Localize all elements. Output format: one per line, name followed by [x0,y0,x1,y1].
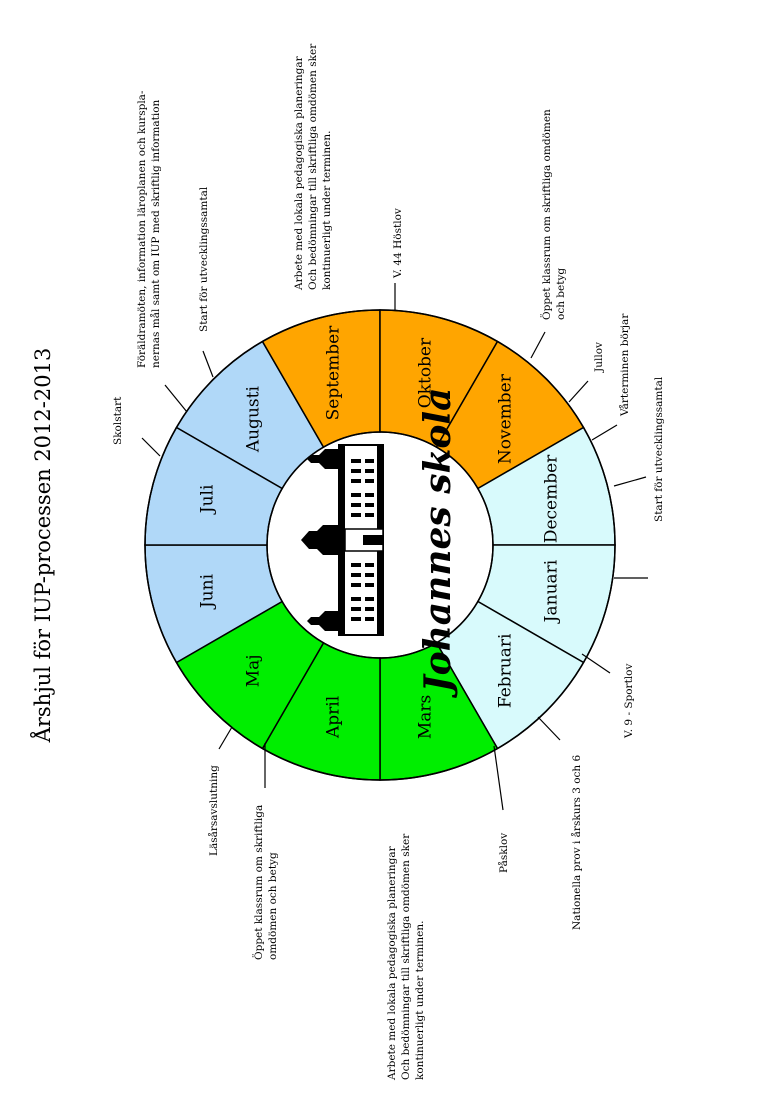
month-label-juli: Juli [198,484,218,515]
annotation-ticks [141,283,648,811]
month-label-januari: Januari [541,559,561,624]
annotation-arbete-h-line-2: Och bedömningar till skriftliga omdömen … [307,43,319,290]
wheel-outer-ring [144,309,616,781]
wheel-inner-ring [266,431,494,659]
annotation-tick-5 [530,331,546,359]
annotation-oppet-v-line-1: Öppet klassrum om skriftliga [251,805,265,960]
annotation-lasarsavslutning-line-1: Läsårsavslutning [207,765,220,856]
annotation-tick-6 [568,380,589,403]
annotation-arbete-v-line-3: kontinuerligt under terminen. [414,921,426,1080]
annotation-tick-3 [202,350,214,378]
month-label-oktober: Oktober [416,337,436,408]
month-label-februari: Februari [495,633,515,708]
annotation-oppet-h-line-2: och betyg [555,268,567,320]
annotation-hostlov-line-1: V. 44 Höstlov [392,208,404,279]
annotation-sportlov-line-1: V. 9 - Sportlov [623,664,635,739]
month-label-maj: Maj [244,654,264,687]
annotation-arbete-h-line-1: Arbete med lokala pedagogiska planeringa… [293,55,305,291]
annotation-tick-2 [164,384,188,413]
annotation-varterminen-line-1: Vårterminen börjar [618,313,631,417]
annotation-arbete-v-line-1: Arbete med lokala pedagogiska planeringa… [386,845,398,1081]
month-label-augusti: Augusti [244,386,264,454]
annotation-arbete-v-line-2: Och bedömningar till skriftliga omdömen … [400,833,412,1080]
annotation-oppet-v-line-2: omdömen och betyg [267,852,279,960]
annotation-tick-7 [591,424,618,441]
month-label-september: September [323,325,343,421]
month-label-mars: Mars [416,695,436,739]
month-label-december: December [541,454,561,543]
annotation-utvecklingssamtal-h-line-1: Start för utvecklingssamtal [198,186,210,332]
annotation-jullov-line-1: Jullov [593,342,605,373]
annotation-tick-8 [613,476,647,487]
month-label-juni: Juni [198,573,218,610]
annotation-foraldramoten-line-1: Föräldramöten, information läroplanen oc… [136,90,148,368]
annotation-tick-1 [141,437,161,457]
page-title: Årshjul för IUP-processen 2012-2013 [30,348,55,744]
annotation-pasklov-line-1: Påsklov [497,833,510,873]
annotation-nationella-line-1: Nationella prov i årskurs 3 och 6 [570,754,583,930]
annotation-tick-14 [218,726,233,750]
annotation-tick-11 [537,716,561,741]
month-label-november: November [495,373,515,464]
annotation-oppet-h-line-1: Öppet klassrum om skriftliga omdömen [539,109,553,320]
annotations: Skolstart Föräldramöten, information läro… [112,43,665,1081]
month-label-april: April [323,696,343,739]
annotation-arbete-h-line-3: kontinuerligt under terminen. [321,131,333,290]
annotation-tick-10 [581,653,611,674]
school-building-drawing [301,444,384,636]
school-logo: Johannes skola [301,388,459,699]
annotation-skolstart-line-1: Skolstart [112,396,124,445]
annotation-foraldramoten-line-2: nernas mål samt om IUP med skriftlig inf… [149,99,162,368]
logo-text: Johannes skola [417,388,459,699]
annotation-utvecklingssamtal-v-line-1: Start för utvecklingssamtal [653,376,665,522]
annotation-tick-12 [493,745,504,811]
